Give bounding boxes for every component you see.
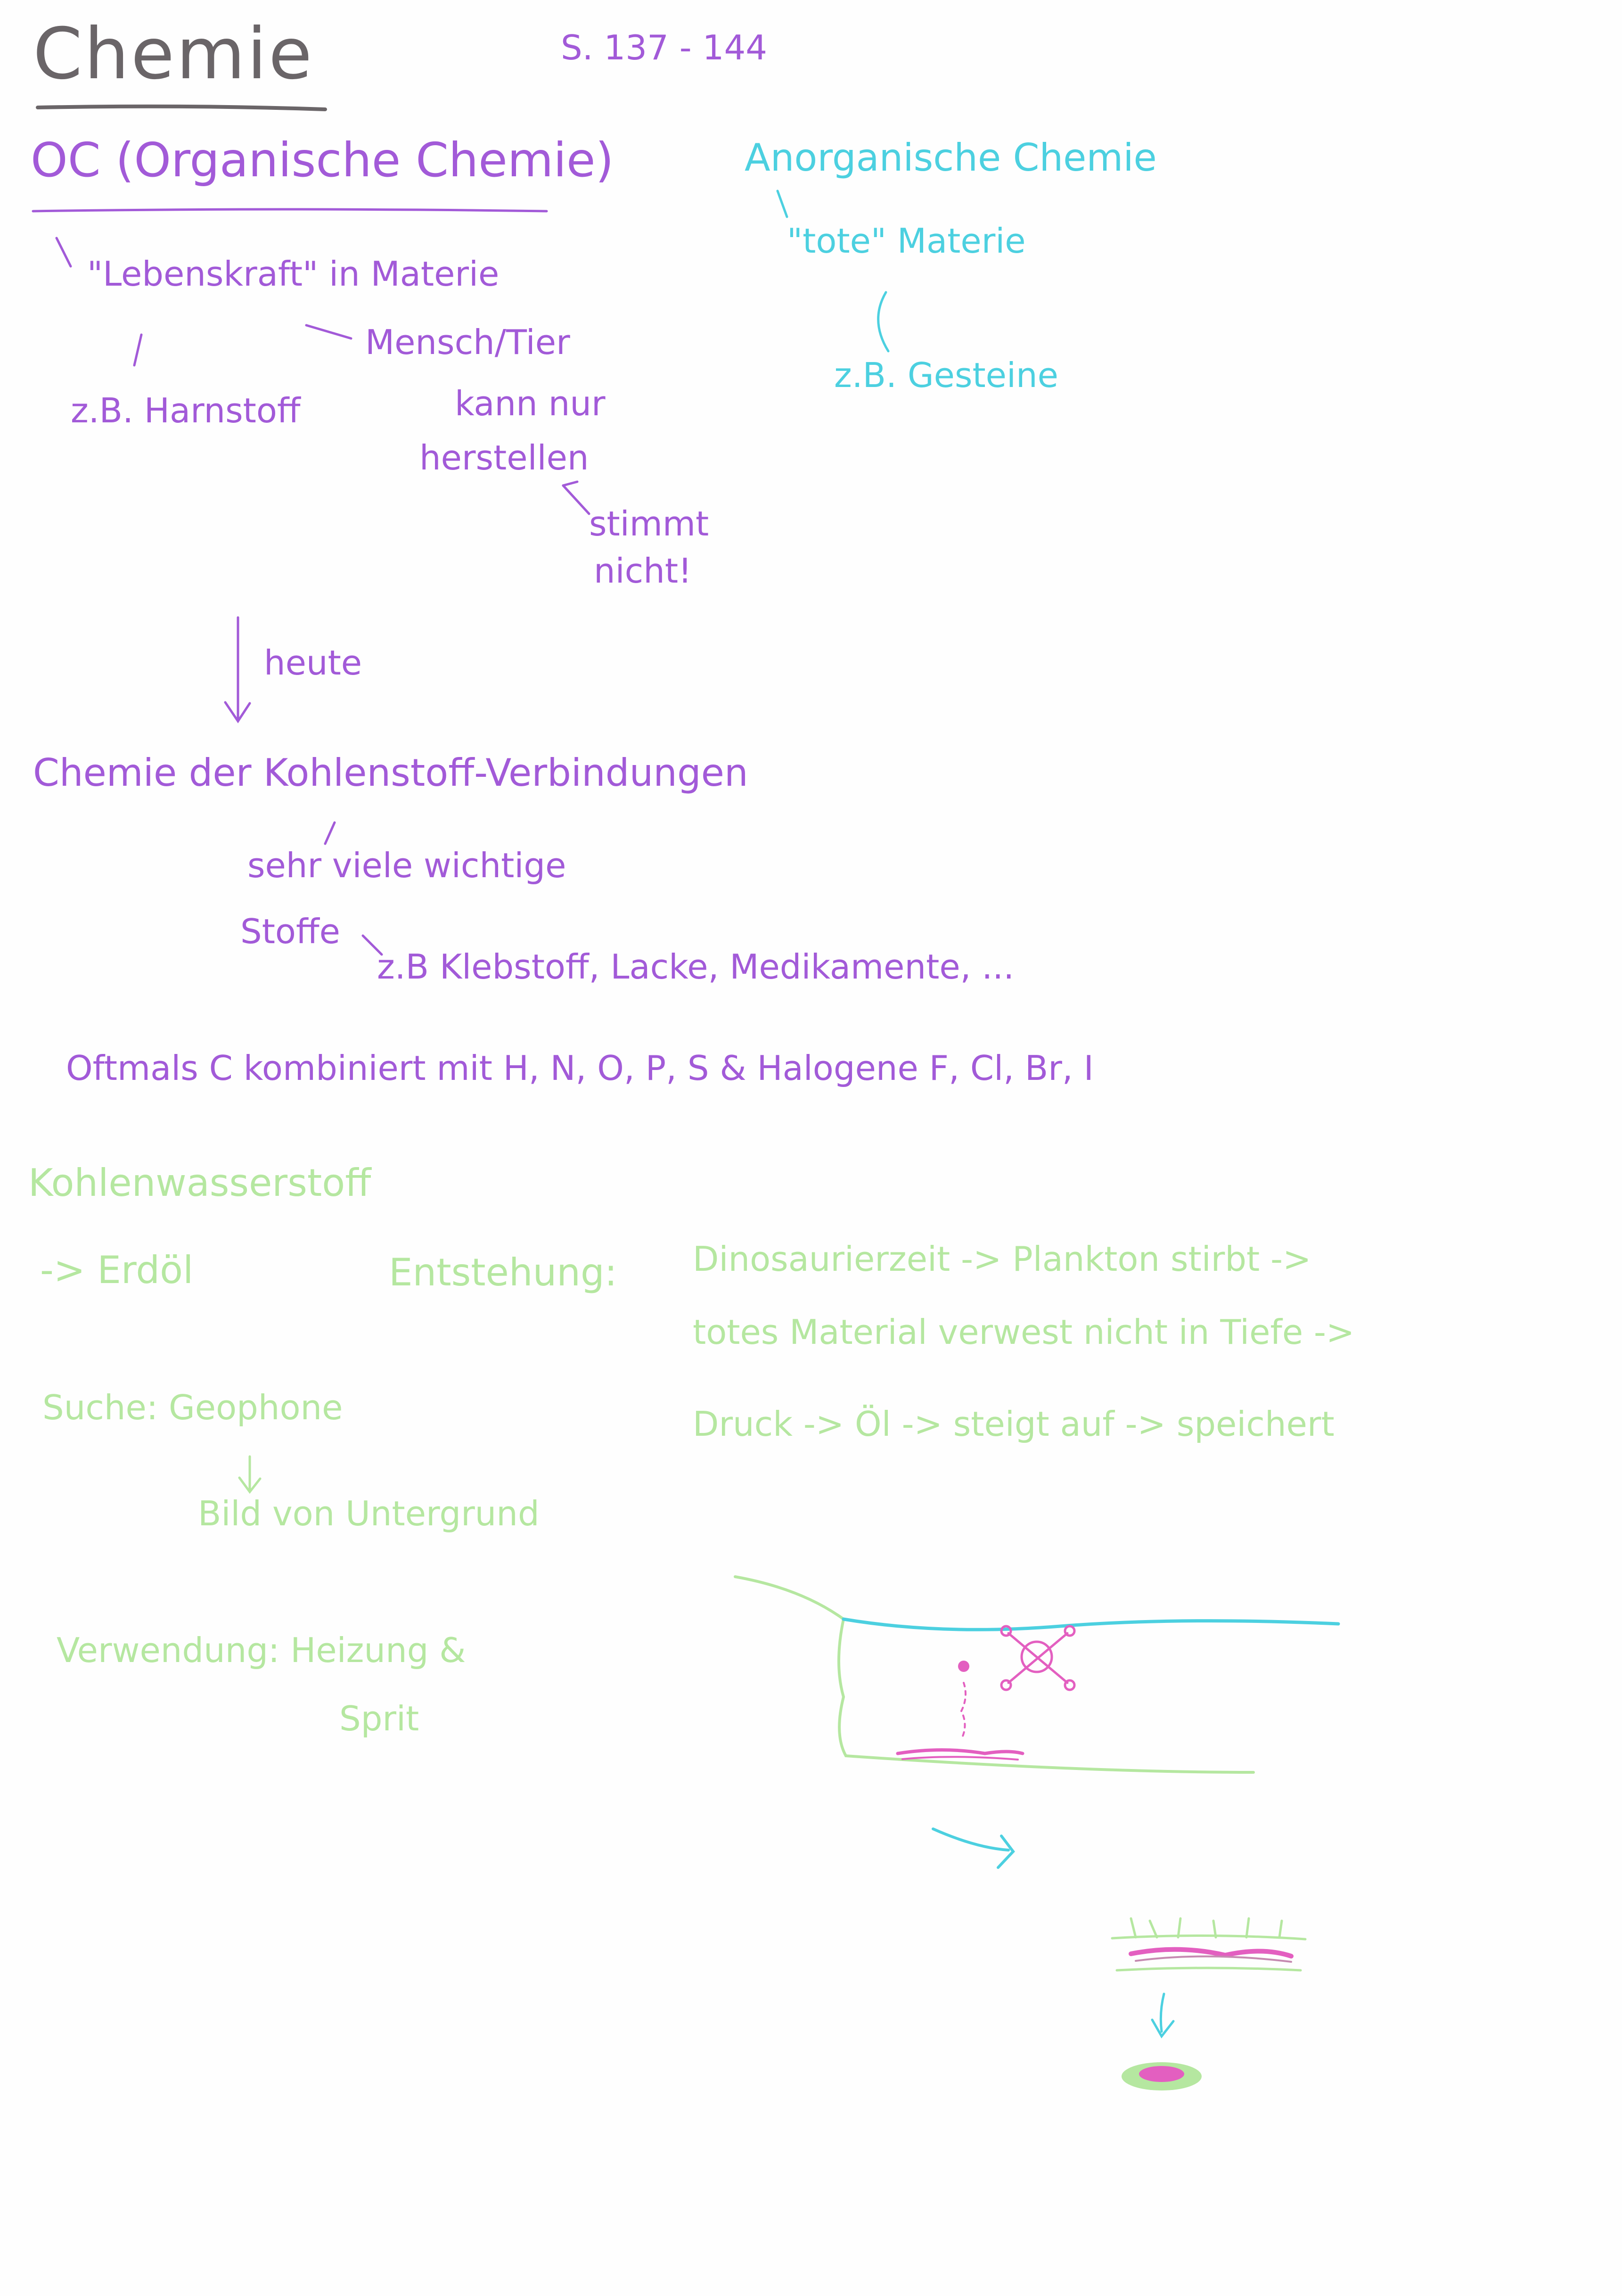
verwendung-text: Verwendung: Heizung & <box>57 1630 466 1670</box>
tote-materie-text: "tote" Materie <box>787 221 1026 261</box>
connector-harnstoff <box>133 333 143 367</box>
plankton-dot <box>958 1661 969 1672</box>
entstehung-line-1: Dinosaurierzeit -> Plankton stirbt -> <box>693 1239 1311 1279</box>
heute-label: heute <box>264 643 362 683</box>
kohlenwasserstoff-heading: Kohlenwasserstoff <box>28 1161 371 1205</box>
connector-stimmt <box>562 484 590 515</box>
organic-heading: OC (Organische Chemie) <box>31 132 614 188</box>
entstehung-line-3: Druck -> Öl -> steigt auf -> speichert <box>693 1404 1335 1444</box>
oil-sketch-sea <box>734 1575 1340 2090</box>
organic-connectors <box>55 237 590 956</box>
connector-gesteine <box>877 291 890 353</box>
down-arrow <box>1151 1992 1175 2039</box>
sehr-viele-text: sehr viele wichtige <box>247 846 566 885</box>
grass-icon <box>1111 1917 1307 1972</box>
connector-beispiele <box>361 934 383 956</box>
suche-text: Suche: Geophone <box>42 1388 343 1427</box>
oil-deposit <box>1139 2066 1184 2082</box>
coastline <box>734 1575 1255 1774</box>
stimmt-text: stimmt <box>589 504 709 543</box>
stoffe-text: Stoffe <box>240 912 340 951</box>
page-range: S. 137 - 144 <box>561 28 768 67</box>
skull-icon <box>1000 1625 1076 1691</box>
entstehung-label: Entstehung: <box>389 1251 617 1294</box>
inorganic-heading: Anorganische Chemie <box>745 136 1157 180</box>
mensch-tier-text: Mensch/Tier <box>365 322 570 362</box>
kohlenstoff-heading: Chemie der Kohlenstoff-Verbindungen <box>33 751 748 795</box>
sediment-layer-2 <box>901 1756 1019 1761</box>
connector-tote <box>776 189 788 218</box>
inorganic-connectors <box>776 189 890 353</box>
sinking-line <box>960 1682 967 1740</box>
sediment-layer <box>896 1748 1024 1755</box>
connector-lebenskraft <box>55 237 72 268</box>
buried-layer <box>1129 1947 1294 1959</box>
sea-surface <box>842 1617 1340 1631</box>
connector-sehr-viele <box>324 821 336 845</box>
transition-arrow <box>932 1827 1015 1869</box>
kann-nur-text: kann nur <box>455 384 606 423</box>
bild-text: Bild von Untergrund <box>198 1494 540 1533</box>
entstehung-line-2: totes Material verwest nicht in Tiefe -> <box>693 1312 1355 1352</box>
arrow-heute-head <box>224 701 251 724</box>
title-underline <box>36 104 327 111</box>
herstellen-text: herstellen <box>419 438 589 477</box>
lebenskraft-text: "Lebenskraft" in Materie <box>87 254 500 294</box>
erdoel-text: -> Erdöl <box>40 1248 194 1292</box>
connector-mensch <box>305 324 352 340</box>
sprit-text: Sprit <box>339 1699 419 1738</box>
page-title: Chemie <box>33 13 314 95</box>
organic-underline <box>32 208 548 213</box>
harnstoff-example: z.B. Harnstoff <box>71 391 301 430</box>
oftmals-text: Oftmals C kombiniert mit H, N, O, P, S &… <box>66 1048 1094 1088</box>
buried-layer-outline <box>1135 1955 1292 1963</box>
suche-arrow <box>238 1455 262 1494</box>
connector-stimmt-tick <box>562 480 579 487</box>
gesteine-example: z.B. Gesteine <box>834 355 1058 395</box>
nicht-text: nicht! <box>594 551 692 591</box>
beispiele-text: z.B Klebstoff, Lacke, Medikamente, ... <box>377 947 1015 987</box>
